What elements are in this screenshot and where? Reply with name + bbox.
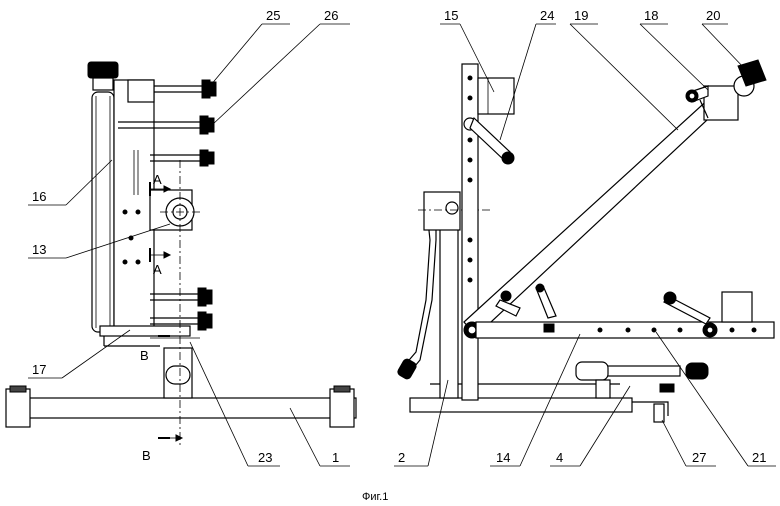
right-view: 15 24 19 18 20 2 14 4 27 21 — [394, 8, 776, 467]
section-a-top: A — [153, 172, 162, 187]
left-foot-cap — [9, 385, 27, 393]
right-foot-cap — [333, 385, 351, 393]
right-foot — [329, 388, 355, 428]
support-arm — [475, 321, 775, 339]
base-beam — [7, 397, 357, 419]
callout-20: 20 — [706, 8, 720, 23]
callout-24: 24 — [540, 8, 554, 23]
callout-14: 14 — [496, 450, 510, 465]
callout-26: 26 — [324, 8, 338, 23]
vertical-bar — [461, 63, 479, 401]
callout-17: 17 — [32, 362, 46, 377]
knob-collar — [92, 77, 114, 91]
section-b-top: B — [140, 348, 149, 363]
upper-block — [127, 79, 155, 103]
callout-4: 4 — [556, 450, 563, 465]
callout-21: 21 — [752, 450, 766, 465]
section-a-bottom: A — [153, 262, 162, 277]
callout-1: 1 — [332, 450, 339, 465]
callout-27: 27 — [692, 450, 706, 465]
frame-plate — [113, 79, 155, 329]
figure-caption: Фиг.1 — [362, 491, 388, 503]
callout-18: 18 — [644, 8, 658, 23]
left-foot — [5, 388, 31, 428]
callout-23: 23 — [258, 450, 272, 465]
callout-15: 15 — [444, 8, 458, 23]
callout-19: 19 — [574, 8, 588, 23]
callout-16: 16 — [32, 189, 46, 204]
callout-25: 25 — [266, 8, 280, 23]
top-knob — [87, 61, 119, 79]
callout-2: 2 — [398, 450, 405, 465]
lower-bracket — [99, 325, 191, 337]
right-bracket — [721, 291, 753, 323]
callout-13: 13 — [32, 242, 46, 257]
left-view: A A B B 25 26 16 13 17 23 1 — [5, 8, 357, 467]
right-base — [409, 397, 633, 413]
vertical-tube — [91, 91, 115, 333]
top-assembly — [703, 85, 739, 121]
section-b-bottom: B — [142, 448, 151, 463]
